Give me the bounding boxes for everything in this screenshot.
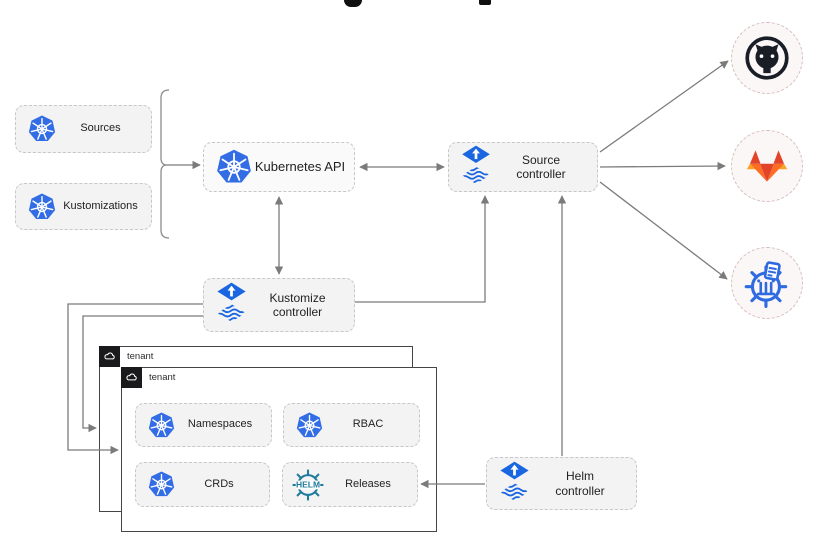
flux-icon bbox=[461, 145, 491, 190]
node-label: Kubernetes API bbox=[254, 159, 346, 175]
flux-icon bbox=[216, 282, 247, 328]
node-label: Source controller bbox=[516, 152, 566, 181]
cropped-title-fragment bbox=[479, 0, 491, 5]
cropped-title-fragment bbox=[344, 0, 362, 7]
github-icon bbox=[744, 35, 790, 81]
node-kubernetes-api: Kubernetes API bbox=[203, 142, 355, 192]
node-rbac: RBAC bbox=[283, 403, 420, 447]
helm-chart-repository bbox=[731, 247, 803, 319]
gitlab-icon bbox=[744, 143, 790, 189]
node-kustomize-controller: Kustomize controller bbox=[203, 278, 355, 332]
group-bracket bbox=[160, 89, 170, 239]
kubernetes-icon bbox=[28, 193, 56, 221]
arrow-kustomize-to-source-controller bbox=[355, 195, 490, 303]
node-helm-controller: Helm controller bbox=[486, 457, 637, 510]
node-kustomizations: Kustomizations bbox=[15, 183, 152, 230]
node-source-controller: Source controller bbox=[448, 142, 598, 192]
tenant-label-front: tenant bbox=[149, 372, 176, 383]
cloud-icon bbox=[124, 370, 139, 385]
node-releases: Releases bbox=[282, 462, 418, 507]
node-label: Releases bbox=[345, 477, 391, 490]
tenant-tag-front bbox=[121, 367, 142, 388]
node-namespaces: Namespaces bbox=[135, 403, 272, 447]
gitlab-repository bbox=[731, 130, 803, 202]
tenant-box-front bbox=[121, 367, 437, 532]
node-label: CRDs bbox=[204, 477, 234, 490]
kubernetes-icon bbox=[148, 471, 175, 498]
cloud-icon bbox=[102, 349, 117, 364]
helm-icon bbox=[291, 468, 325, 502]
node-label: Helm controller bbox=[555, 469, 605, 498]
kubernetes-icon bbox=[216, 149, 252, 185]
tenant-tag-back bbox=[99, 346, 120, 367]
node-label: RBAC bbox=[352, 418, 384, 431]
github-repository bbox=[731, 22, 803, 94]
node-label: Kustomize controller bbox=[269, 290, 326, 319]
node-label: Sources bbox=[80, 122, 121, 135]
node-sources: Sources bbox=[15, 105, 152, 153]
node-label: Kustomizations bbox=[63, 199, 138, 212]
kubernetes-icon bbox=[28, 115, 56, 143]
arrow-source-to-helm-repository bbox=[599, 181, 728, 280]
node-label: Namespaces bbox=[187, 418, 253, 431]
kubernetes-icon bbox=[296, 412, 323, 439]
node-crds: CRDs bbox=[135, 462, 270, 507]
helm-repository-icon bbox=[741, 257, 793, 309]
tenant-label-back: tenant bbox=[127, 351, 154, 362]
arrow-source-to-gitlab bbox=[599, 161, 726, 171]
kubernetes-icon bbox=[148, 412, 175, 439]
arrow-source-to-github bbox=[599, 60, 729, 153]
flux-icon bbox=[499, 461, 530, 507]
